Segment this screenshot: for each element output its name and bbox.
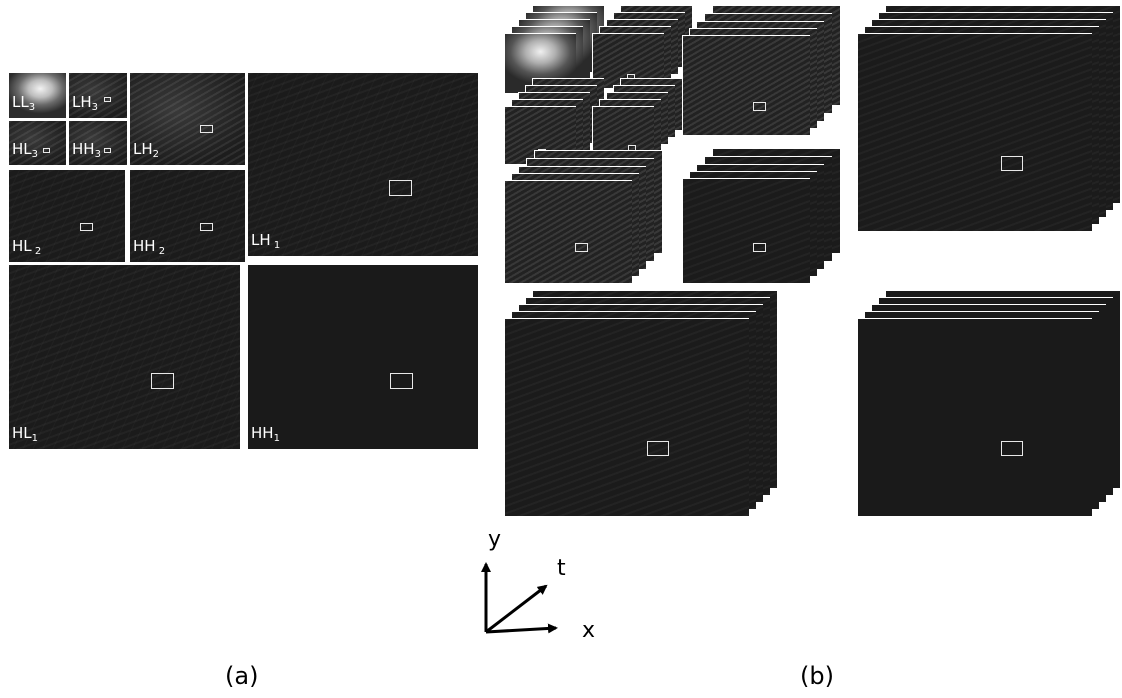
roi-box <box>753 102 766 111</box>
stack-layer <box>857 33 1092 231</box>
subband-hl1: HL1 <box>9 265 240 449</box>
x-axis-label: x <box>582 618 596 643</box>
y-axis-label: y <box>488 527 502 552</box>
subband-hh1-sub: 1 <box>273 433 280 444</box>
subband-hl2: HL 2 <box>9 170 125 262</box>
subband-hh2-sub: 2 <box>155 246 166 257</box>
stack-l1-hl <box>504 290 779 518</box>
caption-a: (a) <box>225 662 259 690</box>
stack-layer <box>592 33 664 88</box>
subband-lh1: LH 1 <box>248 73 478 256</box>
subband-hh1: HH1 <box>248 265 478 449</box>
roi-box <box>1001 156 1023 171</box>
stack-l2-lh <box>682 5 842 137</box>
stack-layer <box>592 106 654 158</box>
stack-layer <box>504 318 749 516</box>
stack-layer <box>857 318 1092 516</box>
subband-lh1-label: LH <box>251 231 271 249</box>
subband-ll3-label: LL <box>12 93 29 111</box>
roi-box <box>200 125 213 133</box>
subband-hh2-label: HH <box>133 237 156 255</box>
roi-box <box>390 373 413 389</box>
subband-ll3-sub: 3 <box>28 102 36 113</box>
roi-box <box>200 223 213 231</box>
roi-box <box>1001 441 1023 456</box>
roi-box <box>389 180 412 196</box>
roi-box <box>104 148 111 153</box>
subband-lh1-sub: 1 <box>270 240 281 251</box>
subband-hl1-label: HL <box>12 424 32 442</box>
subband-lh2-sub: 2 <box>152 149 160 160</box>
stack-layer <box>504 180 632 283</box>
subband-hh2: HH 2 <box>130 170 245 262</box>
subband-lh3: LH3 <box>69 73 127 118</box>
stack-layer <box>682 178 810 283</box>
subband-lh2: LH2 <box>130 73 245 165</box>
subband-hh3-label: HH <box>72 140 95 158</box>
subband-lh2-label: LH <box>133 140 153 158</box>
roi-box <box>647 441 669 456</box>
stack-layer <box>682 35 810 135</box>
stack-l2-hl <box>504 150 664 285</box>
subband-lh3-sub: 3 <box>91 102 99 113</box>
stack-l1-lh <box>857 5 1122 233</box>
stack-l2-hh <box>682 148 842 285</box>
subband-hh3: HH3 <box>69 121 127 165</box>
axes-diagram <box>481 562 558 634</box>
subband-hl3-label: HL <box>12 140 32 158</box>
subband-hl3: HL3 <box>9 121 66 165</box>
subband-lh3-label: LH <box>72 93 92 111</box>
subband-hl3-sub: 3 <box>31 149 39 160</box>
subband-ll3: LL3 <box>9 73 66 118</box>
roi-box <box>104 97 111 102</box>
stack-l3-lh <box>592 5 694 90</box>
subband-hl2-sub: 2 <box>31 246 42 257</box>
stack-l3-hh <box>592 78 684 158</box>
x-axis-arrow <box>485 623 558 634</box>
subband-hh1-label: HH <box>251 424 274 442</box>
subband-hh3-sub: 3 <box>94 149 101 160</box>
subband-hl1-sub: 1 <box>31 433 39 444</box>
roi-box <box>151 373 174 389</box>
t-axis-label: t <box>557 556 566 581</box>
t-axis-arrow <box>485 584 548 634</box>
roi-box <box>753 243 766 252</box>
subband-hl2-label: HL <box>12 237 32 255</box>
roi-box <box>43 148 50 153</box>
stack-l1-hh <box>857 290 1122 518</box>
roi-box <box>575 243 588 252</box>
caption-b: (b) <box>800 662 834 690</box>
roi-box <box>80 223 93 231</box>
